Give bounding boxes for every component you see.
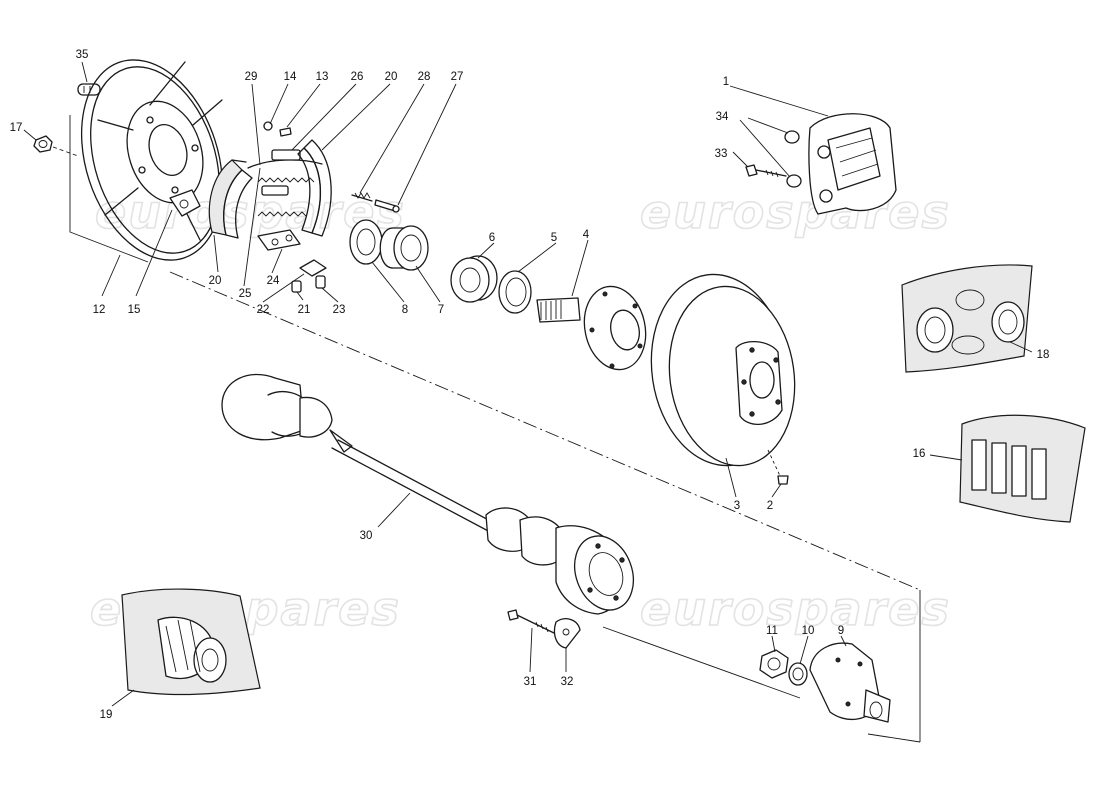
- label-part-26: 26: [351, 71, 364, 83]
- part-34-washers: [784, 130, 802, 188]
- part-labels: 1 2 3 4 5 6 7 8 9 10 11 12 13 14 15 16 1…: [10, 49, 1050, 721]
- part-21-22-23-small-parts: [291, 259, 327, 293]
- watermark-bottom-right: eurospares: [640, 582, 951, 636]
- label-part-8: 8: [402, 304, 408, 316]
- part-20-brake-shoe-right: [297, 139, 332, 237]
- label-part-32: 32: [561, 676, 574, 688]
- part-3-brake-disc: [650, 273, 796, 467]
- part-15-anchor: [169, 189, 201, 217]
- label-part-21: 21: [298, 304, 311, 316]
- label-part-10: 10: [802, 625, 815, 637]
- label-part-5: 5: [551, 232, 557, 244]
- label-part-6: 6: [489, 232, 495, 244]
- part-4-hub: [536, 285, 647, 371]
- part-31-bolt: [507, 609, 557, 635]
- part-9-flange: [809, 642, 891, 723]
- label-part-34: 34: [716, 111, 729, 123]
- label-part-13: 13: [316, 71, 329, 83]
- part-12-backing-plate: [80, 59, 224, 261]
- label-part-12: 12: [93, 304, 106, 316]
- part-1-caliper: [808, 113, 897, 215]
- part-19-joint-kit: [121, 588, 261, 696]
- label-part-33: 33: [715, 148, 728, 160]
- label-part-30: 30: [360, 530, 373, 542]
- part-2-screw: [767, 449, 789, 485]
- label-part-20a: 20: [385, 71, 398, 83]
- label-part-25: 25: [239, 288, 252, 300]
- label-part-27: 27: [451, 71, 464, 83]
- label-part-20b: 20: [209, 275, 222, 287]
- brake-springs-and-adjuster: [247, 149, 323, 251]
- part-7-bearing: [379, 225, 429, 271]
- part-32-lock-plate: [553, 618, 581, 649]
- label-part-23: 23: [333, 304, 346, 316]
- label-part-19: 19: [100, 709, 113, 721]
- label-part-4: 4: [583, 229, 590, 241]
- label-part-31: 31: [524, 676, 537, 688]
- label-part-28: 28: [418, 71, 431, 83]
- watermarks: eurospares eurospares eurospares eurospa…: [89, 184, 951, 637]
- part-5-ring: [498, 270, 532, 314]
- part-17-nut: [33, 135, 79, 157]
- label-part-7: 7: [438, 304, 444, 316]
- part-10-washer: [788, 662, 808, 686]
- label-part-15: 15: [128, 304, 141, 316]
- part-13-14-bolts: [263, 121, 292, 137]
- part-20-brake-shoe-left: [208, 159, 253, 239]
- label-part-1: 1: [723, 76, 729, 88]
- part-33-bolt: [745, 164, 787, 178]
- leader-lines: [23, 61, 1033, 707]
- label-part-17: 17: [10, 122, 23, 134]
- label-part-14: 14: [284, 71, 297, 83]
- label-part-11: 11: [766, 625, 778, 637]
- part-18-seal-kit: [901, 264, 1033, 373]
- label-part-22: 22: [257, 304, 270, 316]
- label-part-3: 3: [734, 500, 740, 512]
- part-11-nut: [759, 649, 789, 679]
- part-27-28-pins: [351, 192, 400, 213]
- label-part-2: 2: [767, 500, 773, 512]
- label-part-9: 9: [838, 625, 844, 637]
- label-part-29: 29: [245, 71, 258, 83]
- part-30-drive-shaft: [221, 373, 634, 615]
- watermark-top-right: eurospares: [640, 185, 951, 239]
- assembly-frame: [69, 115, 921, 743]
- label-part-24: 24: [267, 275, 280, 287]
- part-16-brake-pads: [959, 414, 1086, 523]
- label-part-16: 16: [913, 448, 926, 460]
- label-part-18: 18: [1037, 349, 1050, 361]
- part-8-bearing: [349, 219, 383, 265]
- label-part-35: 35: [76, 49, 89, 61]
- part-6-seal: [450, 255, 498, 303]
